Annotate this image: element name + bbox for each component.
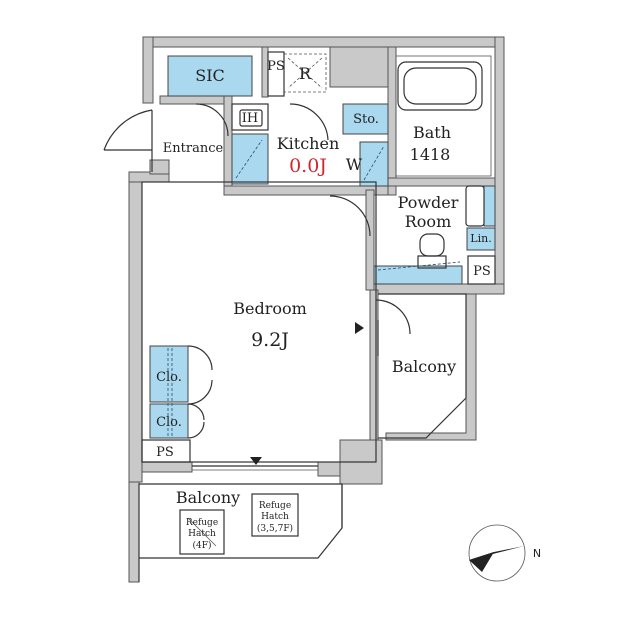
ih-stove-inner <box>239 109 263 127</box>
powder-counter-dash <box>377 261 461 271</box>
powder-shelf <box>483 185 496 227</box>
refuge-hatch-1 <box>179 509 225 555</box>
wall-left-upper <box>142 36 154 104</box>
label-powder-2: Room <box>405 212 451 231</box>
closet-2 <box>149 403 189 439</box>
north-arrow-tail <box>469 552 494 572</box>
label-refrigerator: R <box>299 64 312 83</box>
wall-powder-bottom <box>371 283 505 295</box>
label-sic: SIC <box>195 66 225 85</box>
north-arrow: N <box>468 524 541 582</box>
bedroom-outline <box>141 181 377 463</box>
label-closet-1: Clo. <box>156 370 182 385</box>
refuge-hatch-2 <box>251 493 299 537</box>
label-sto: Sto. <box>353 112 379 127</box>
powder-door <box>329 195 371 237</box>
bathtub-inner <box>403 67 477 105</box>
bath-enclosure <box>395 55 492 177</box>
wall-right <box>494 36 505 285</box>
closet-1-doors <box>187 345 213 405</box>
sic-area <box>167 55 253 97</box>
bathtub <box>397 61 483 111</box>
label-ih: IH <box>242 111 258 126</box>
kitchen-door <box>289 103 329 141</box>
linen-area <box>466 227 496 251</box>
wall-balcony-right <box>385 293 477 441</box>
label-bedroom-area: 9.2J <box>251 329 289 351</box>
label-bath: Bath <box>413 123 451 142</box>
toilet <box>419 233 445 257</box>
closet-2-doors <box>187 403 205 439</box>
closet-1 <box>149 345 189 403</box>
wall-top-right-block <box>329 46 389 88</box>
balcony-right-outline <box>378 293 467 439</box>
label-washer: W <box>346 155 363 174</box>
doors <box>103 103 411 471</box>
wall-powder-left <box>365 189 375 291</box>
north-label: N <box>533 547 541 560</box>
wall-sic-bottom <box>159 95 231 105</box>
label-balcony-bottom: Balcony <box>176 488 240 507</box>
wall-balcony-bottom-left <box>128 481 140 583</box>
balcony-bottom-outline <box>139 483 343 559</box>
label-balcony-right: Balcony <box>392 357 456 376</box>
north-arrow-circle <box>468 524 526 582</box>
washer-diagonal <box>363 145 385 181</box>
entry-marker-right <box>355 322 364 334</box>
label-bedroom: Bedroom <box>233 299 307 318</box>
label-kitchen: Kitchen <box>277 134 340 153</box>
sic-door <box>195 103 229 137</box>
refuge-hatch-1-line <box>187 517 217 547</box>
label-linen: Lin. <box>470 232 491 245</box>
label-refuge-2-c: (3,5,7F) <box>257 523 293 534</box>
wall-bath-bottom <box>387 177 496 187</box>
walls <box>128 36 505 583</box>
sto-area <box>342 103 389 135</box>
wall-bedroom-right <box>369 289 379 441</box>
powder-sink <box>465 185 485 227</box>
label-kitchen-area: 0.0J <box>289 155 327 177</box>
ih-stove <box>231 103 269 131</box>
wall-left-main <box>128 181 143 483</box>
kitchen-counter <box>231 133 269 185</box>
wall-top <box>142 36 496 48</box>
label-refuge-1-c: (4F) <box>193 540 212 551</box>
entrance-door <box>103 109 153 172</box>
toilet-tank <box>417 255 447 269</box>
counter-diagonal <box>235 139 263 179</box>
entry-marker-bottom <box>250 457 262 465</box>
label-refuge-2-b: Hatch <box>261 512 289 522</box>
label-ps-right: PS <box>473 264 491 279</box>
label-entrance: Entrance <box>163 141 224 156</box>
label-powder-1: Powder <box>398 193 459 212</box>
ps-top-box <box>267 51 285 97</box>
wall-kitchen-left <box>223 95 233 189</box>
ps-right-box <box>467 255 496 285</box>
ps-left-box <box>141 439 191 463</box>
label-refuge-1-b: Hatch <box>188 529 216 539</box>
label-closet-2: Clo. <box>156 415 182 430</box>
wall-bath-left <box>387 46 397 196</box>
label-refuge-2-a: Refuge <box>259 501 291 511</box>
label-refuge-1-a: Refuge <box>186 518 218 528</box>
powder-counter <box>373 265 463 285</box>
label-ps-top: PS <box>267 59 285 74</box>
balcony-right-door <box>375 299 411 335</box>
refrigerator-x2 <box>287 57 323 89</box>
wall-bedroom-bottom-left <box>141 461 193 473</box>
label-bath-size: 1418 <box>410 145 451 164</box>
wall-entrance-post <box>149 159 170 175</box>
label-ps-left: PS <box>156 445 174 460</box>
